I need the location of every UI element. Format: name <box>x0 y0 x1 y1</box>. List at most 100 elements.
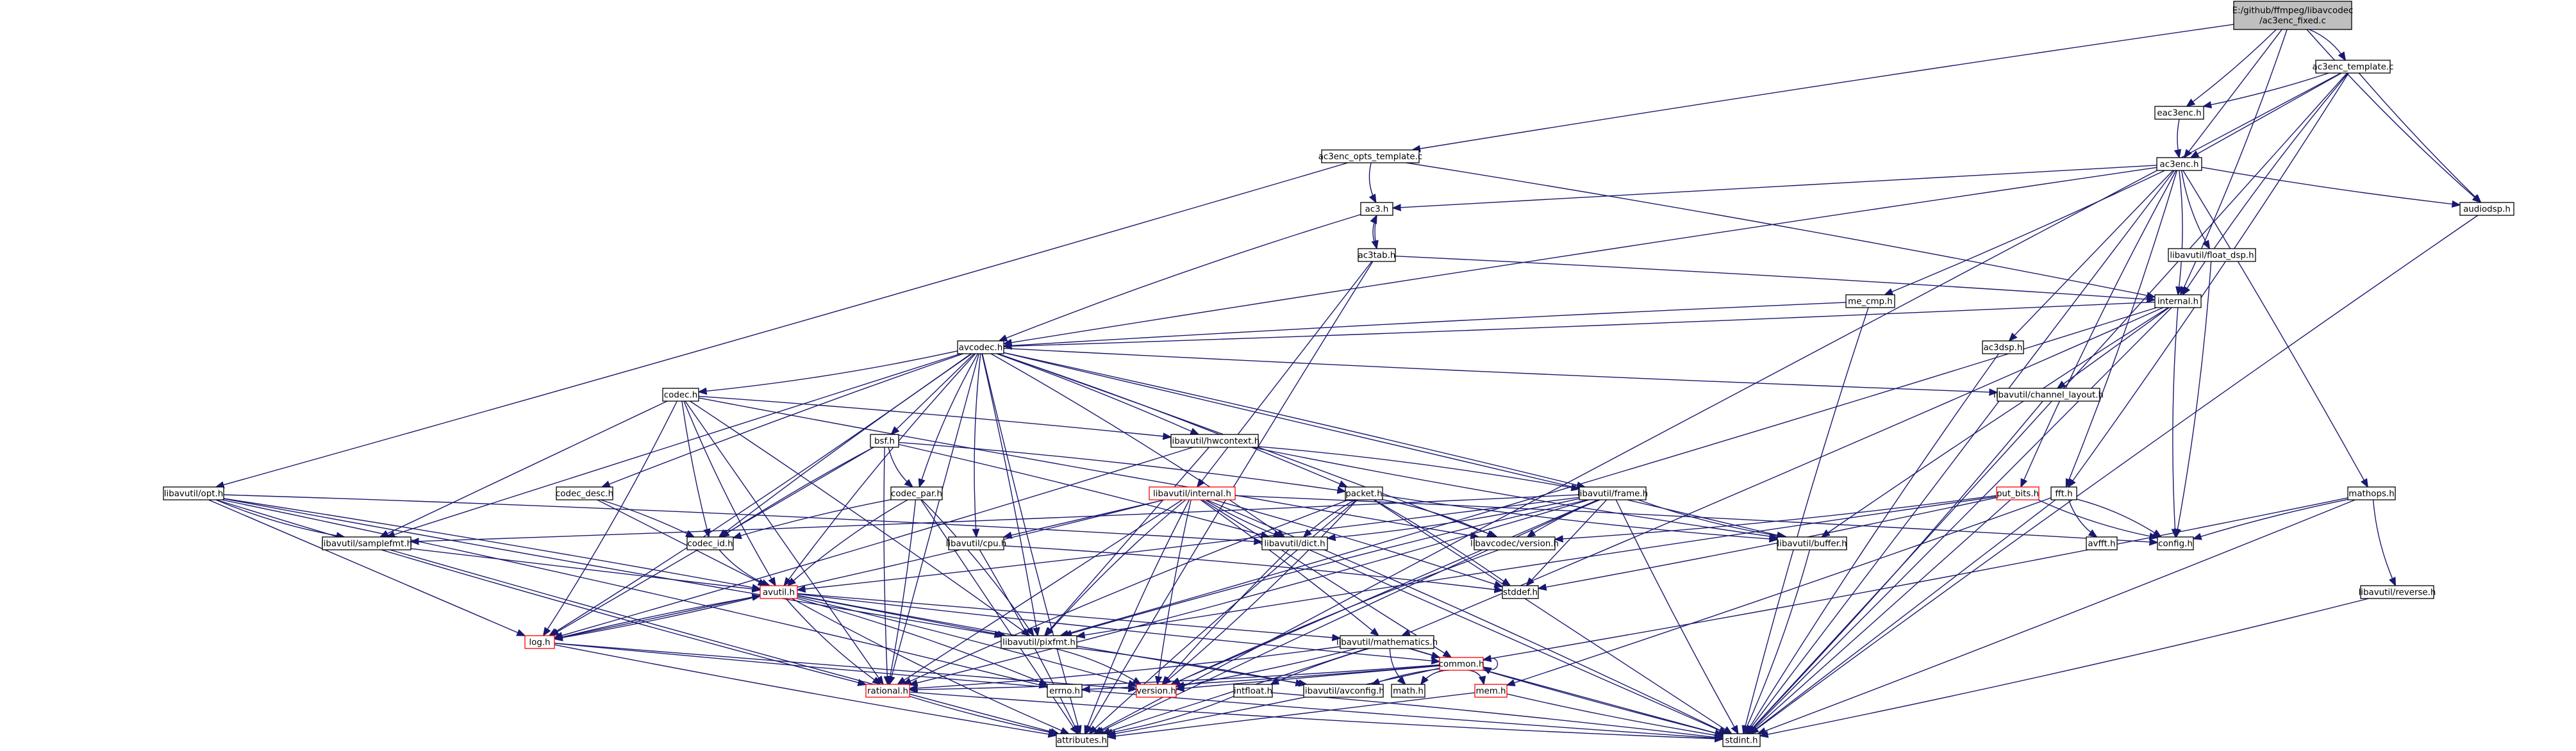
node-label: avcodec.h <box>959 343 1003 353</box>
node-label: libavutil/frame.h <box>1577 490 1648 499</box>
node-put_bits_h[interactable]: put_bits.h <box>1996 486 2040 500</box>
node-box <box>1360 202 1393 216</box>
node-box <box>1579 486 1647 500</box>
node-box <box>2360 585 2434 599</box>
node-box <box>2157 536 2194 550</box>
dependency-edge-internal_h-to-config_h <box>2173 307 2178 537</box>
node-avutil_h[interactable]: avutil.h <box>760 585 798 599</box>
node-label: libavutil/opt.h <box>164 490 223 499</box>
dependency-edge-ac3enc_template_c-to-eac3enc_h <box>2204 72 2329 106</box>
node-codec_h[interactable]: codec.h <box>662 388 699 402</box>
node-dict_h[interactable]: libavutil/dict.h <box>1261 536 1328 550</box>
node-label: mathops.h <box>2348 490 2394 499</box>
dependency-edge-avutil_internal_h-to-config_h <box>1234 495 2157 542</box>
node-mathematics_h[interactable]: libavutil/mathematics.h <box>1336 635 1438 649</box>
node-internal_h[interactable]: internal.h <box>2154 294 2202 308</box>
node-label: libavutil/cpu.h <box>946 540 1007 549</box>
dependency-edge-codec_id_h-to-avutil_h <box>719 549 770 586</box>
dependency-edge-bsf_h-to-packet_h <box>898 442 1345 491</box>
node-avutil_internal_h[interactable]: libavutil/internal.h <box>1149 486 1236 500</box>
dependency-edge-ac3enc_template_c-to-fft_h <box>2068 72 2349 487</box>
dependency-edge-ac3enc_opts_template_c-to-internal_h <box>1406 162 2155 297</box>
node-avcodec_version_h[interactable]: libavcodec/version.h <box>1470 536 1559 550</box>
dependency-edge-mem_h-to-stdint_h <box>1506 693 1723 736</box>
node-samplefmt_h[interactable]: libavutil/samplefmt.h <box>321 536 412 550</box>
node-me_cmp_h[interactable]: me_cmp.h <box>1845 294 1895 308</box>
dependency-edge-frame_h-to-samplefmt_h <box>411 494 1580 541</box>
node-bsf_h[interactable]: bsf.h <box>870 434 899 448</box>
node-codec_desc_h[interactable]: codec_desc.h <box>556 486 613 500</box>
node-float_dsp_h[interactable]: libavutil/float_dsp.h <box>2168 248 2256 262</box>
node-eac3enc_h[interactable]: eac3enc.h <box>2154 106 2204 120</box>
node-stdint_h[interactable]: stdint.h <box>1722 733 1761 747</box>
node-intfloat_h[interactable]: intfloat.h <box>1233 684 1273 698</box>
dependency-edge-me_cmp_h-to-stdint_h <box>1743 307 1869 734</box>
node-box <box>957 340 1004 354</box>
dependency-edge-root-to-eac3enc_h <box>2187 29 2277 106</box>
node-ac3enc_opts_template_c[interactable]: ac3enc_opts_template.c <box>1318 149 1423 163</box>
node-codec_id_h[interactable]: codec_id.h <box>686 536 734 550</box>
node-reverse_h[interactable]: libavutil/reverse.h <box>2359 585 2436 599</box>
node-channel_layout_h[interactable]: libavutil/channel_layout.h <box>1993 388 2104 402</box>
node-log_h[interactable]: log.h <box>524 635 555 649</box>
node-stddef_h[interactable]: stddef.h <box>1502 585 1539 599</box>
node-codec_par_h[interactable]: codec_par.h <box>890 486 943 500</box>
dependency-edge-mathops_h-to-reverse_h <box>2372 499 2396 586</box>
dependency-edge-avutil_h-to-common_h <box>797 593 1440 661</box>
dependency-edge-common_h-to-mem_h <box>1468 670 1484 684</box>
node-avcodec_h[interactable]: avcodec.h <box>957 340 1004 354</box>
node-rational_h[interactable]: rational.h <box>865 684 910 698</box>
node-ac3enc_h[interactable]: ac3enc.h <box>2156 157 2202 171</box>
node-math_h[interactable]: math.h <box>1391 684 1425 698</box>
node-ac3enc_template_c[interactable]: ac3enc_template.c <box>2313 60 2394 74</box>
dependency-edge-packet_h-to-stdint_h <box>1373 499 1731 734</box>
node-errno_h[interactable]: errno.h <box>1047 684 1083 698</box>
node-hwcontext_h[interactable]: libavutil/hwcontext.h <box>1170 434 1259 448</box>
node-label: libavutil/float_dsp.h <box>2170 251 2254 261</box>
node-label: errno.h <box>1049 687 1080 697</box>
node-config_h[interactable]: config.h <box>2157 536 2194 550</box>
node-attributes_h[interactable]: attributes.h <box>1056 733 1108 747</box>
dependency-edge-avutil_internal_h-to-log_h <box>554 499 1165 639</box>
node-fft_h[interactable]: fft.h <box>2050 486 2077 500</box>
dependency-edge-common_h-to-math_h <box>1421 670 1449 684</box>
node-opt_h[interactable]: libavutil/opt.h <box>163 486 224 500</box>
node-label: libavutil/pixfmt.h <box>1002 638 1076 648</box>
node-label: libavutil/dict.h <box>1264 540 1325 549</box>
node-buffer_h[interactable]: libavutil/buffer.h <box>1777 536 1847 550</box>
node-audiodsp_h[interactable]: audiodsp.h <box>2459 202 2514 216</box>
dependency-edge-samplefmt_h-to-avutil_h <box>410 548 760 590</box>
dependency-edge-avcodec_h-to-log_h <box>549 353 972 636</box>
node-ac3tab_h[interactable]: ac3tab.h <box>1358 248 1396 262</box>
node-ac3_h[interactable]: ac3.h <box>1360 202 1393 216</box>
node-mem_h[interactable]: mem.h <box>1474 684 1508 698</box>
node-common_h[interactable]: common.h <box>1438 657 1484 671</box>
node-packet_h[interactable]: packet.h <box>1345 486 1383 500</box>
dependency-edge-internal_h-to-buffer_h <box>1822 307 2169 537</box>
node-label: ac3.h <box>1365 205 1389 215</box>
dependency-edge-codec_par_h-to-avutil_h <box>788 499 908 586</box>
dependency-edge-avcodec_h-to-frame_h <box>1003 352 1585 487</box>
node-box <box>1303 684 1384 698</box>
node-avconfig_h[interactable]: libavutil/avconfig.h <box>1302 684 1384 698</box>
node-version_h[interactable]: version.h <box>1136 684 1177 698</box>
node-box <box>2086 536 2118 550</box>
dependency-edge-ac3enc_h-to-put_bits_h <box>2021 170 2177 487</box>
dependency-edge-common_h-to-common_h <box>1483 657 1499 670</box>
dependency-edge-codec_h-to-hwcontext_h <box>698 395 1171 437</box>
node-ac3dsp_h[interactable]: ac3dsp.h <box>1982 340 2024 354</box>
node-label: stddef.h <box>1503 588 1538 598</box>
node-box <box>686 536 734 550</box>
dependency-edge-hwcontext_h-to-buffer_h <box>1252 447 1777 538</box>
dependency-edge-codec_h-to-pixfmt_h <box>690 400 1029 636</box>
dependency-edge-packet_h-to-rational_h <box>903 499 1349 684</box>
node-avfft_h[interactable]: avfft.h <box>2086 536 2118 550</box>
node-mathops_h[interactable]: mathops.h <box>2347 486 2396 500</box>
node-box <box>870 434 899 448</box>
dependency-edge-common_h-to-stdint_h <box>1483 669 1723 735</box>
node-label: version.h <box>1136 687 1176 697</box>
node-cpu_h[interactable]: libavutil/cpu.h <box>946 536 1007 550</box>
node-pixfmt_h[interactable]: libavutil/pixfmt.h <box>1001 635 1077 649</box>
node-frame_h[interactable]: libavutil/frame.h <box>1577 486 1648 500</box>
